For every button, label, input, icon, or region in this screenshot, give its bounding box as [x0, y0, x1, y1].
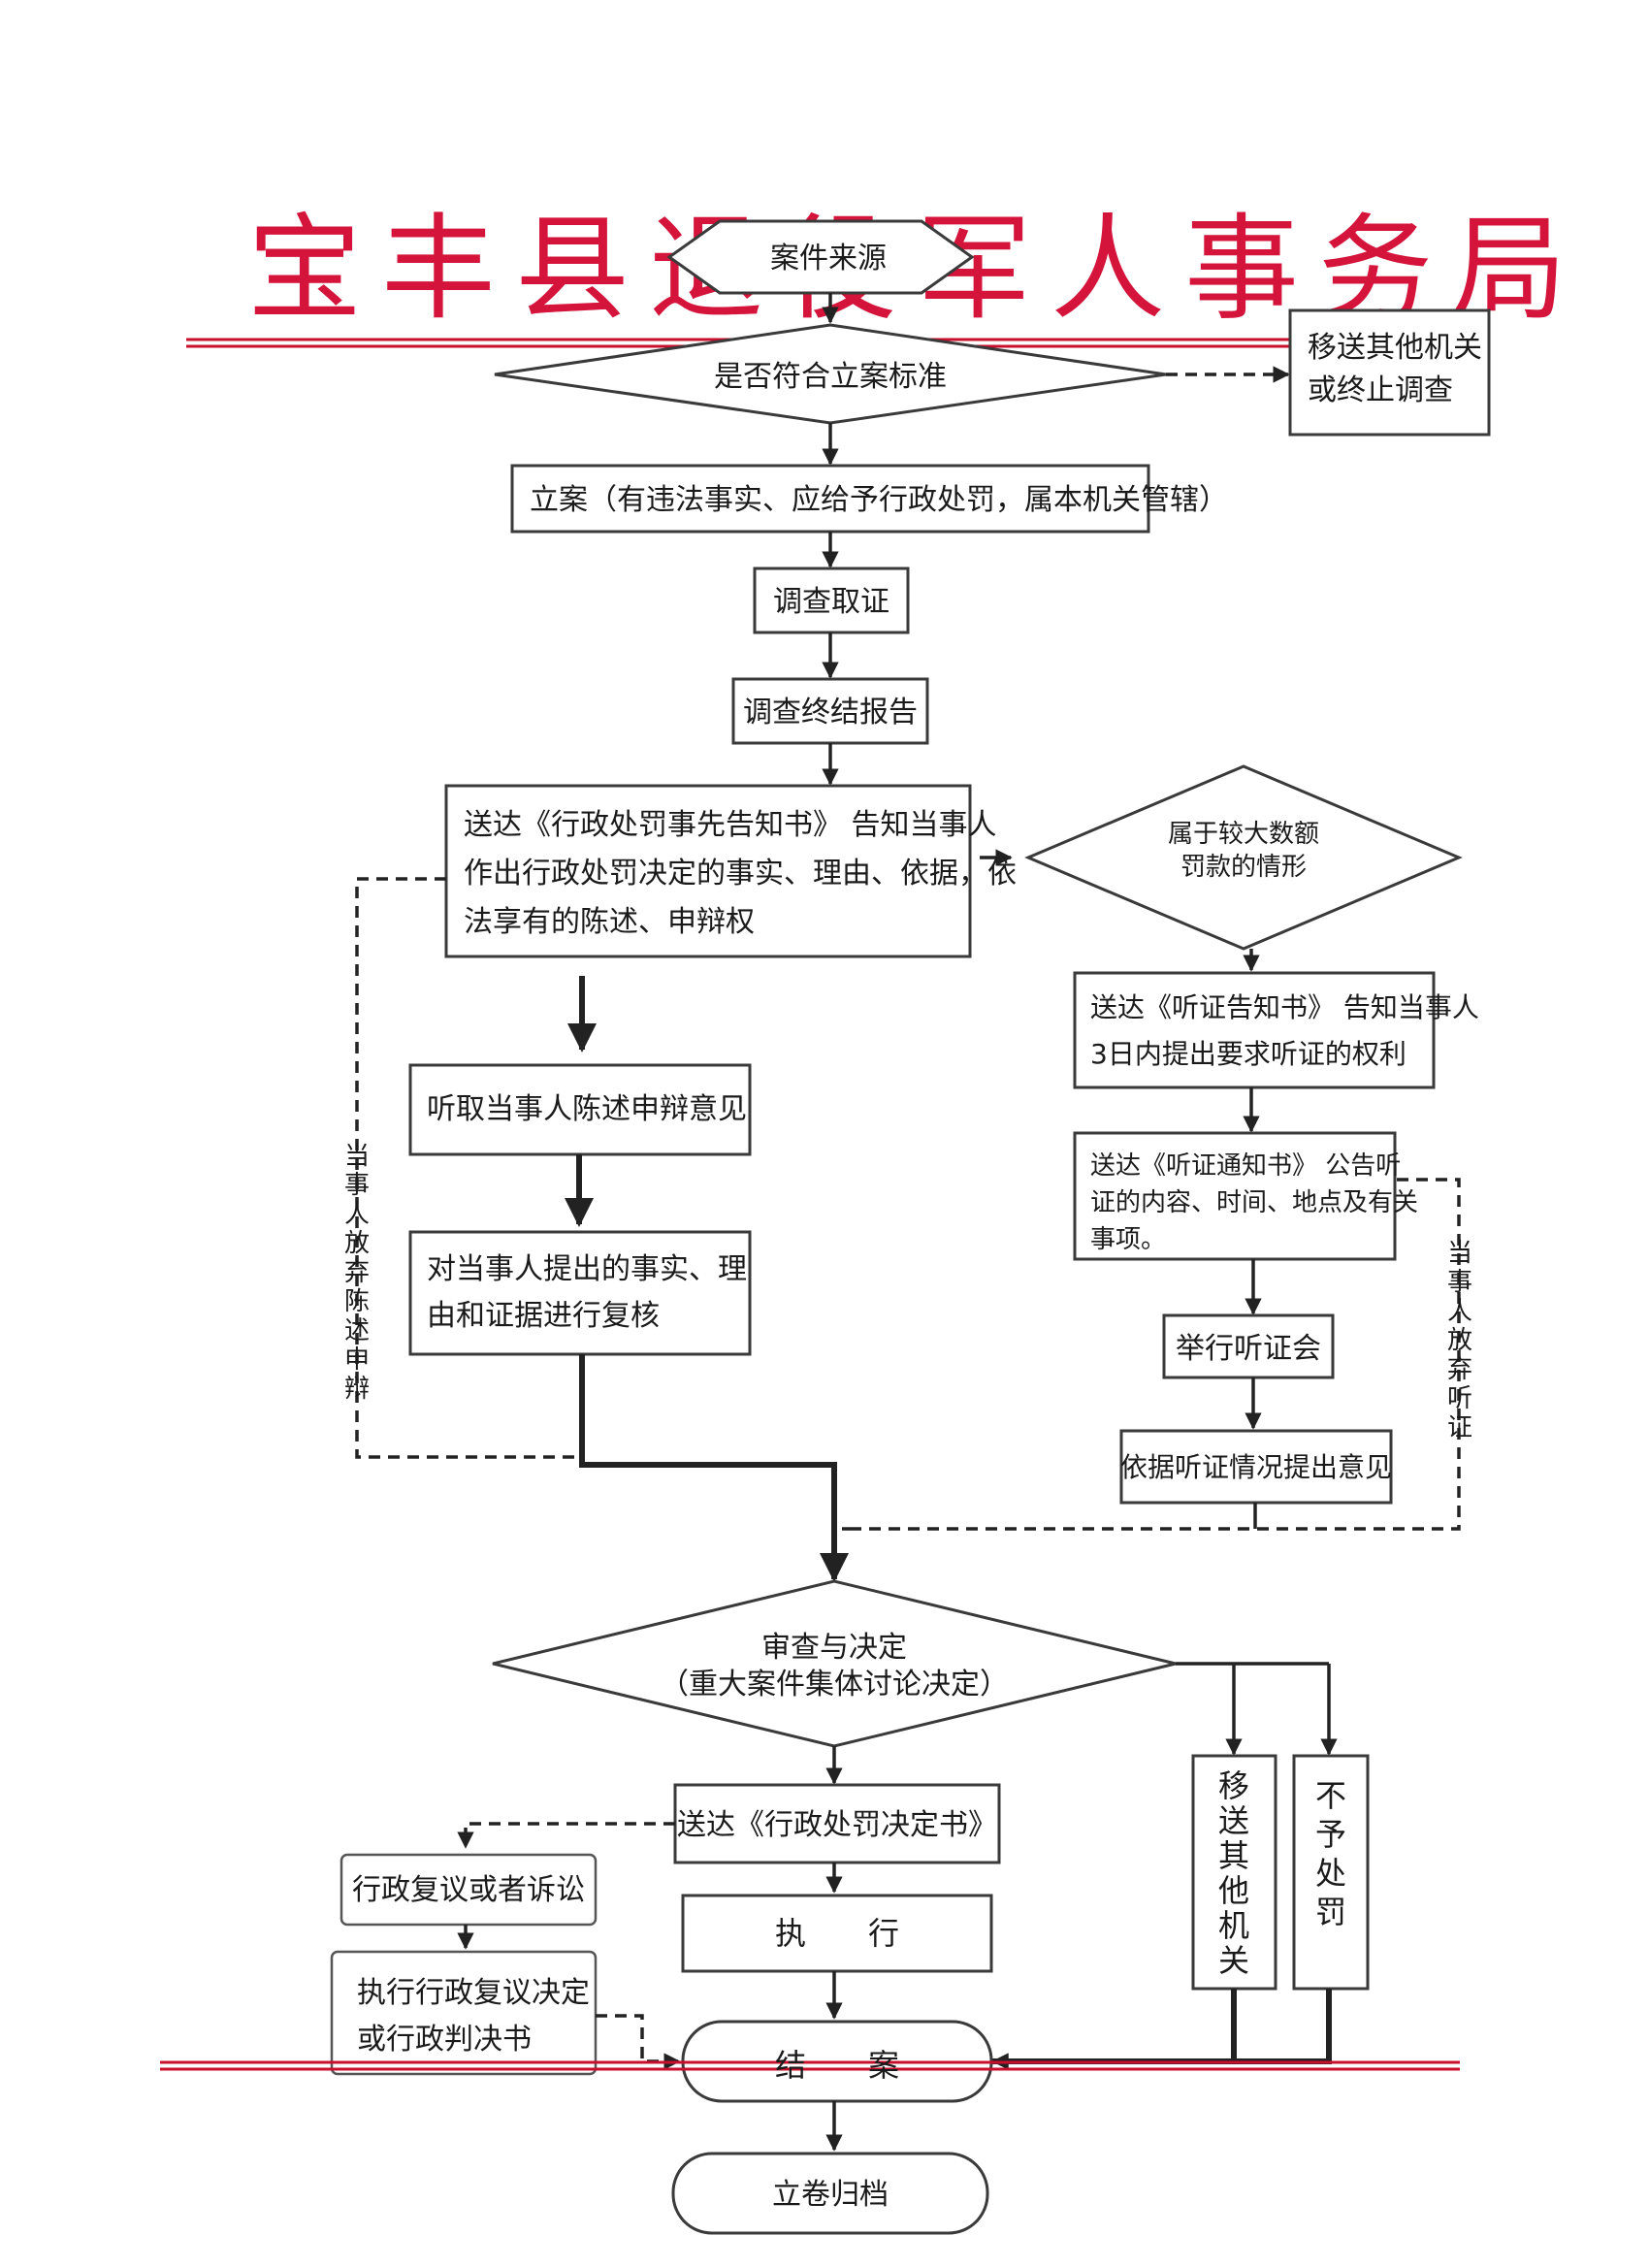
decision-line2: （重大案件集体讨论决定） — [660, 1668, 1009, 1701]
large-fine-line2: 罚款的情形 — [1180, 853, 1307, 882]
line-review-to-merge — [579, 1354, 837, 1571]
no-penalty-box — [1292, 1754, 1370, 1991]
archive-label: 立卷归档 — [772, 2178, 889, 2212]
large-fine-decision — [1024, 764, 1463, 951]
dash-execute-reconsider-to-close — [596, 2014, 681, 2070]
transfer-other-label: 移送其他机关 — [1218, 1767, 1249, 1979]
hearing-notice-line2: 3日内提出要求听证的权利 — [1090, 1038, 1406, 1070]
final-report-box — [731, 677, 929, 745]
listen-defense-box — [408, 1063, 752, 1156]
execute-reconsider-box — [330, 1950, 598, 2076]
prior-notice-line2: 作出行政处罚决定的事实、理由、依据，依 — [464, 857, 1017, 891]
archive-box — [671, 2152, 989, 2235]
transfer-or-stop-line2: 或终止调查 — [1308, 373, 1453, 407]
review-facts-line2: 由和证据进行复核 — [427, 1299, 660, 1333]
hearing-opinion-label: 依据听证情况提出意见 — [1120, 1451, 1392, 1483]
hold-hearing-label: 举行听证会 — [1176, 1332, 1321, 1366]
deliver-decision-label: 送达《行政处罚决定书》 — [677, 1808, 997, 1842]
hearing-announce-box — [1073, 1131, 1397, 1261]
hearing-announce-line1: 送达《听证通知书》 公告听 — [1090, 1151, 1401, 1181]
prior-notice-box — [444, 784, 972, 958]
reconsider-label: 行政复议或者诉讼 — [352, 1873, 585, 1907]
transfer-or-stop-box — [1288, 308, 1491, 437]
waive-defense-vertical-label: 当事人放弃陈述申辩 — [344, 1142, 370, 1404]
register-box — [510, 464, 1150, 534]
case-source-label: 案件来源 — [770, 242, 887, 275]
listen-defense-label: 听取当事人陈述申辩意见 — [427, 1092, 747, 1126]
line-nopenalty-to-close — [1234, 1989, 1332, 2064]
prior-notice-line3: 法享有的陈述、申辩权 — [464, 905, 755, 939]
hearing-announce-line3: 事项。 — [1090, 1225, 1166, 1254]
hearing-announce-line2: 证的内容、时间、地点及有关 — [1090, 1188, 1418, 1217]
case-source-node — [666, 219, 975, 295]
hearing-notice-box — [1073, 971, 1436, 1089]
large-fine-line1: 属于较大数额 — [1168, 820, 1319, 849]
review-facts-line1: 对当事人提出的事实、理 — [427, 1252, 747, 1286]
no-penalty-vertical-label: 不予处罚 — [1315, 1777, 1346, 1930]
transfer-other-box — [1191, 1754, 1277, 1991]
line-transfer-to-close — [989, 1989, 1237, 2064]
transfer-or-stop-line1: 移送其他机关 — [1308, 331, 1482, 365]
close-case-label: 结 案 — [775, 2047, 899, 2084]
prior-notice-line1: 送达《行政处罚事先告知书》 告知当事人 — [464, 808, 997, 842]
execute-reconsider-line2: 或行政判决书 — [357, 2023, 532, 2057]
hold-hearing-box — [1162, 1313, 1335, 1379]
waive-hearing-text: 当事人放弃听证 — [1447, 1239, 1472, 1442]
investigate-box — [753, 567, 910, 634]
execute-box — [681, 1894, 993, 1973]
check-standard-label: 是否符合立案标准 — [714, 360, 947, 394]
register-label: 立案（有违法事实、应给予行政处罚，属本机关管辖） — [530, 483, 1228, 517]
dash-deliver-to-reconsider — [457, 1822, 675, 1849]
hearing-notice-line1: 送达《听证告知书》 告知当事人 — [1090, 991, 1479, 1023]
dash-waive-defense — [355, 877, 582, 1459]
review-facts-box — [408, 1230, 752, 1356]
decision-line1: 审查与决定 — [761, 1631, 907, 1665]
transfer-other-vertical-label: 移送其他机关 — [1218, 1767, 1249, 1979]
waive-defense-label: 当事人放弃陈述申辩 — [344, 1142, 370, 1404]
execute-label: 执 行 — [775, 1915, 899, 1952]
waive-hearing-vertical-label: 当事人放弃听证 — [1447, 1239, 1472, 1442]
dash-waive-hearing — [854, 1178, 1461, 1531]
no-penalty-label: 不予处罚 — [1315, 1777, 1346, 1930]
final-report-label: 调查终结报告 — [743, 696, 918, 729]
execute-reconsider-line1: 执行行政复议决定 — [357, 1976, 590, 2010]
investigate-label: 调查取证 — [773, 585, 889, 619]
reconsider-box — [340, 1853, 598, 1927]
